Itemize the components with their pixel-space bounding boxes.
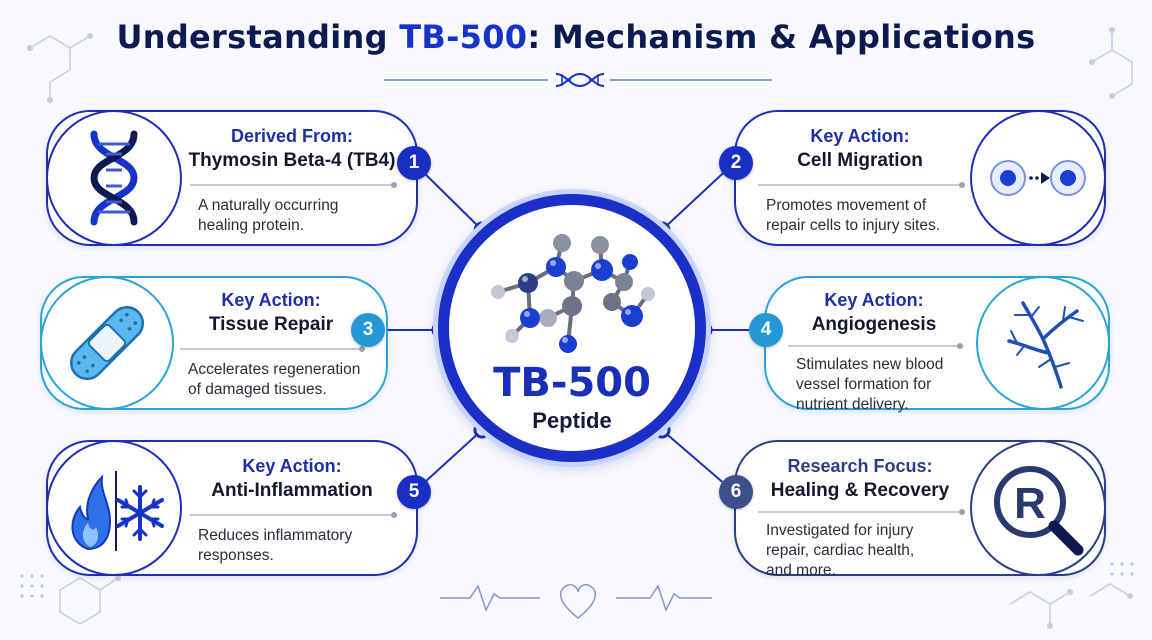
card-1-desc-line: healing protein. (198, 217, 304, 234)
card-3-label: Key Action: (221, 290, 321, 310)
title-accent: TB-500 (399, 18, 528, 56)
card-1-heading: Thymosin Beta-4 (TB4) (188, 150, 396, 171)
card-4-desc-line: Stimulates new blood (796, 356, 944, 373)
card-2-icon-frame (970, 110, 1106, 246)
card-4-desc-line: vessel formation for (796, 376, 932, 393)
card-3-description: Accelerates regeneration of damaged tiss… (188, 360, 366, 400)
card-2-divider (758, 182, 965, 188)
card-4-divider (788, 343, 963, 349)
card-6-desc-line: repair, cardiac health, (766, 542, 915, 559)
step-badge-6: 6 (719, 475, 753, 509)
card-1-icon-frame (46, 110, 182, 246)
card-2-text: Key Action: Cell Migration Promotes move… (754, 126, 966, 236)
card-3-heading: Tissue Repair (208, 314, 334, 335)
dna-helix-icon (90, 130, 138, 226)
card-3-desc-line: Accelerates regeneration (188, 361, 361, 378)
card-1-desc-line: A naturally occurring (198, 197, 339, 214)
card-5-desc-line: responses. (198, 547, 274, 564)
flame-snowflake-icon (71, 471, 164, 551)
card-2-heading: Cell Migration (797, 150, 923, 171)
step-badge-4: 4 (749, 313, 783, 347)
card-6-desc-line: Investigated for injury (766, 522, 914, 539)
card-6-icon-frame: R (970, 440, 1106, 576)
center-hub (438, 194, 706, 462)
card-4-description: Stimulates new blood vessel formation fo… (796, 355, 964, 415)
card-3-divider (180, 346, 365, 352)
heartbeat-line (440, 583, 712, 619)
card-2-description: Promotes movement of repair cells to inj… (766, 196, 966, 236)
step-badge-1: 1 (397, 146, 431, 180)
step-badge-5: 5 (397, 475, 431, 509)
research-magnifier-icon: R (994, 466, 1084, 556)
card-5-desc-line: Reduces inflammatory (198, 527, 353, 544)
center-title: TB-500 (493, 360, 651, 406)
card-1-divider (190, 182, 397, 188)
cell-migration-icon (990, 160, 1086, 196)
card-5-description: Reduces inflammatory responses. (198, 526, 398, 566)
card-4-label: Key Action: (824, 290, 924, 310)
card-3-icon-frame (40, 276, 174, 410)
card-6-desc-line: and more. (766, 562, 836, 579)
step-badge-2: 2 (719, 146, 753, 180)
card-1-text: Derived From: Thymosin Beta-4 (TB4) A na… (186, 126, 398, 236)
card-2-desc-line: repair cells to injury sites. (766, 217, 941, 234)
card-5-text: Key Action: Anti-Inflammation Reduces in… (186, 456, 398, 566)
card-6-text: Research Focus: Healing & Recovery Inves… (754, 456, 966, 581)
card-6-divider (758, 509, 965, 515)
card-5-label: Key Action: (242, 456, 342, 476)
card-6-label: Research Focus: (787, 456, 933, 476)
svg-text:R: R (1014, 479, 1046, 528)
bandage-icon (69, 305, 145, 381)
card-6-heading: Healing & Recovery (770, 480, 950, 501)
card-3-desc-line: of damaged tissues. (188, 381, 327, 398)
card-1-label: Derived From: (230, 126, 354, 146)
card-4-desc-line: nutrient delivery. (796, 396, 909, 413)
title-divider (384, 72, 772, 88)
card-5-divider (190, 512, 397, 518)
card-4-heading: Angiogenesis (811, 314, 937, 335)
card-5-icon-frame (46, 440, 182, 576)
card-1-description: A naturally occurring healing protein. (198, 196, 398, 236)
title-prefix: Understanding (116, 18, 400, 56)
card-3-text: Key Action: Tissue Repair Accelerates re… (176, 290, 366, 400)
card-2-label: Key Action: (810, 126, 910, 146)
blood-vessel-icon (1007, 301, 1084, 389)
title-suffix: : Mechanism & Applications (527, 18, 1036, 56)
step-badge-3: 3 (351, 313, 385, 347)
card-4-icon-frame (976, 276, 1110, 410)
card-6-description: Investigated for injury repair, cardiac … (766, 521, 966, 581)
center-subtitle: Peptide (532, 408, 612, 433)
page-title: Understanding TB-500: Mechanism & Applic… (0, 18, 1152, 56)
card-2-desc-line: Promotes movement of (766, 197, 927, 214)
card-4-text: Key Action: Angiogenesis Stimulates new … (784, 290, 964, 415)
card-5-heading: Anti-Inflammation (211, 480, 373, 501)
